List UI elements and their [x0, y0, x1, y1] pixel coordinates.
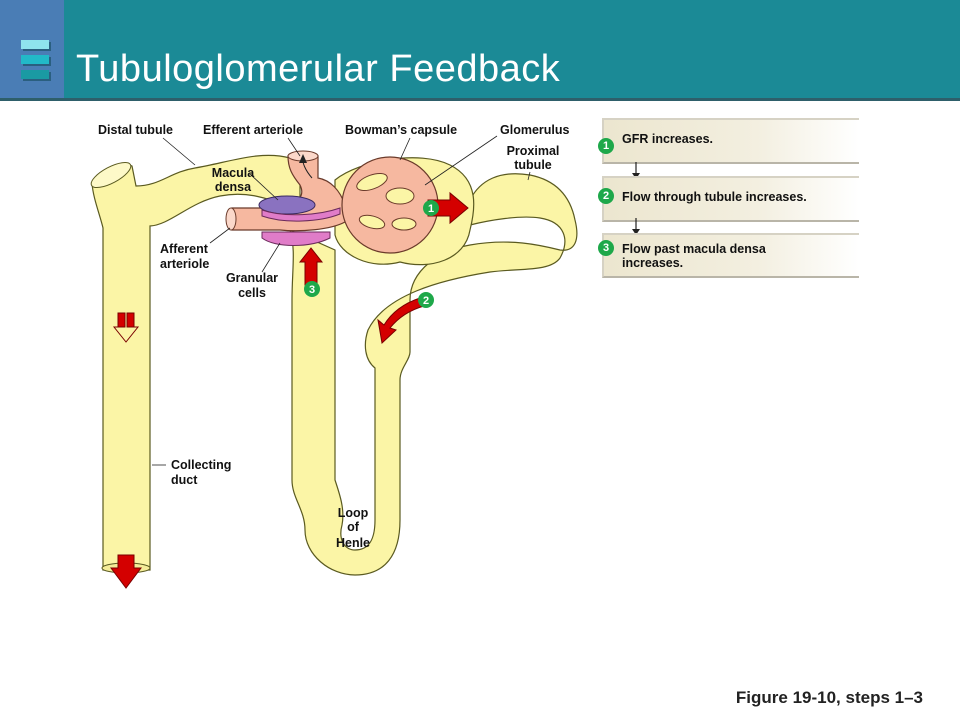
capillary-gap — [358, 214, 386, 230]
step-text-3: Flow past macula densa increases. — [622, 242, 766, 270]
slide-header: Tubuloglomerular Feedback — [0, 0, 960, 101]
step-marker-1: 1 — [423, 200, 439, 216]
logo-bar-middle — [21, 55, 49, 64]
arrow-down-icon — [632, 218, 640, 235]
flow-arrow-step1 — [427, 191, 469, 225]
label-granular-cells: Granular — [226, 271, 278, 285]
loop-of-henle-shape — [289, 173, 578, 576]
label-distal-tubule: Distal tubule — [98, 123, 173, 137]
granular-cells-shape — [261, 231, 331, 246]
step-badge-3: 3 — [598, 240, 614, 256]
step-text-3-line1: Flow past macula densa — [622, 242, 766, 256]
header-logo-block — [0, 0, 64, 100]
label-macula-densa: Macula — [212, 166, 255, 180]
svg-text:3: 3 — [309, 284, 315, 296]
label-afferent-arteriole-line2: arteriole — [160, 257, 209, 271]
step-box-3: 3 Flow past macula densa increases. — [598, 233, 859, 278]
label-loop-of-henle-line3: Henle — [336, 536, 370, 550]
capillary-gap — [391, 217, 417, 231]
label-loop-of-henle: Loop — [338, 506, 369, 520]
label-loop-of-henle-line2: of — [347, 520, 360, 534]
label-proximal-tubule-line2: tubule — [514, 158, 552, 172]
step-box-1: 1 GFR increases. — [598, 118, 859, 164]
label-macula-densa-line2: densa — [215, 180, 252, 194]
label-collecting-duct: Collecting — [171, 458, 231, 472]
svg-text:1: 1 — [428, 203, 434, 215]
capillary-gap — [385, 187, 415, 205]
granular-cells-upper — [261, 207, 341, 222]
label-bowmans-capsule: Bowman’s capsule — [345, 123, 457, 137]
duct-opening-top — [90, 161, 132, 189]
step-badge-1: 1 — [598, 138, 614, 154]
label-efferent-arteriole: Efferent arteriole — [203, 123, 303, 137]
label-glomerulus: Glomerulus — [500, 123, 570, 137]
leader-lines — [152, 135, 531, 466]
flow-arrow-collecting-duct — [112, 312, 140, 343]
header-divider — [0, 98, 960, 101]
step-marker-2: 2 — [418, 292, 434, 308]
capillary-gap — [356, 172, 388, 192]
step-box-2: 2 Flow through tubule increases. — [598, 176, 859, 222]
label-collecting-duct-line2: duct — [171, 473, 198, 487]
flow-arrow-step2 — [377, 297, 425, 344]
step-marker-3: 3 — [304, 281, 320, 297]
step-text-2: Flow through tubule increases. — [622, 190, 807, 204]
step-text-3-line2: increases. — [622, 256, 684, 270]
label-afferent-arteriole: Afferent — [160, 242, 209, 256]
macula-densa-shape — [258, 195, 316, 215]
flow-arrow-step3 — [298, 247, 324, 286]
arterioles-shape — [231, 155, 346, 232]
flow-arrow-duct-exit — [110, 554, 142, 589]
afferent-opening — [225, 207, 237, 231]
step-text-1: GFR increases. — [622, 132, 714, 146]
figure-caption: Figure 19-10, steps 1–3 — [735, 688, 923, 707]
vessels — [225, 150, 439, 254]
logo-bar-top — [21, 40, 49, 49]
step-badge-2: 2 — [598, 188, 614, 204]
slide-title: Tubuloglomerular Feedback — [76, 48, 561, 90]
svg-text:2: 2 — [423, 295, 429, 307]
label-proximal-tubule: Proximal — [507, 144, 560, 158]
label-granular-cells-line2: cells — [238, 286, 266, 300]
efferent-flow-arrowhead — [299, 154, 307, 163]
logo-bar-bottom — [21, 70, 49, 79]
